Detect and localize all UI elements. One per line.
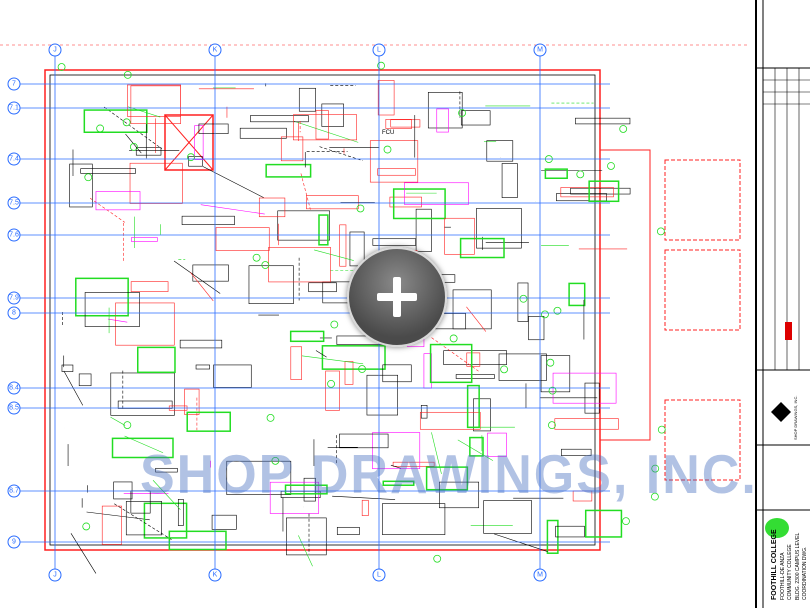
row-grid-label: 7.6 [9, 232, 19, 239]
column-grid-label: M [537, 572, 543, 579]
district-name: FOOTHILL-DE ANZA [780, 552, 786, 600]
column-grid-label: K [213, 47, 218, 54]
column-grid-label: L [377, 572, 381, 579]
sheet-subtitle: COORDINATION DWG. [802, 546, 808, 600]
title-block: FOOTHILL COLLEGE FOOTHILL-DE ANZA COMMUN… [755, 0, 810, 608]
district-name-2: COMMUNITY COLLEGE [787, 544, 793, 600]
sheet-title: BLDG. 2300 CAMPUS LEVEL [795, 532, 801, 600]
firm-name: SHOP DRAWINGS, INC. [793, 395, 798, 440]
row-grid-label: 7 [12, 81, 16, 88]
watermark: SHOP DRAWINGS, INC. [140, 444, 758, 506]
equipment-label: FCU [382, 130, 394, 136]
column-grid-label: J [53, 572, 57, 579]
firm-logo-icon [771, 402, 791, 422]
title-block-frame [757, 0, 810, 608]
zoom-in-button[interactable] [347, 247, 447, 347]
row-grid-label: 8.7 [9, 488, 19, 495]
client-name: FOOTHILL COLLEGE [771, 529, 778, 600]
row-grid-label: 7.1 [9, 105, 19, 112]
column-grid-label: K [213, 572, 218, 579]
column-row-grid: J J K K L L M M 7 7.1 7.4 7.5 7.6 7.9 8 8.4 8.5 8.7 9 [7, 43, 610, 582]
column-grid-label: J [53, 47, 57, 54]
column-grid-label: M [537, 47, 543, 54]
row-grid-label: 8.5 [9, 405, 19, 412]
row-grid-label: 8.4 [9, 385, 19, 392]
column-grid-label: L [377, 47, 381, 54]
row-grid-label: 8 [12, 310, 16, 317]
row-grid-label: 9 [12, 539, 16, 546]
row-grid-label: 7.4 [9, 156, 19, 163]
row-grid-label: 7.9 [9, 295, 19, 302]
college-logo-icon [765, 518, 789, 538]
row-grid-label: 7.5 [9, 200, 19, 207]
plus-icon-vertical [393, 277, 401, 317]
